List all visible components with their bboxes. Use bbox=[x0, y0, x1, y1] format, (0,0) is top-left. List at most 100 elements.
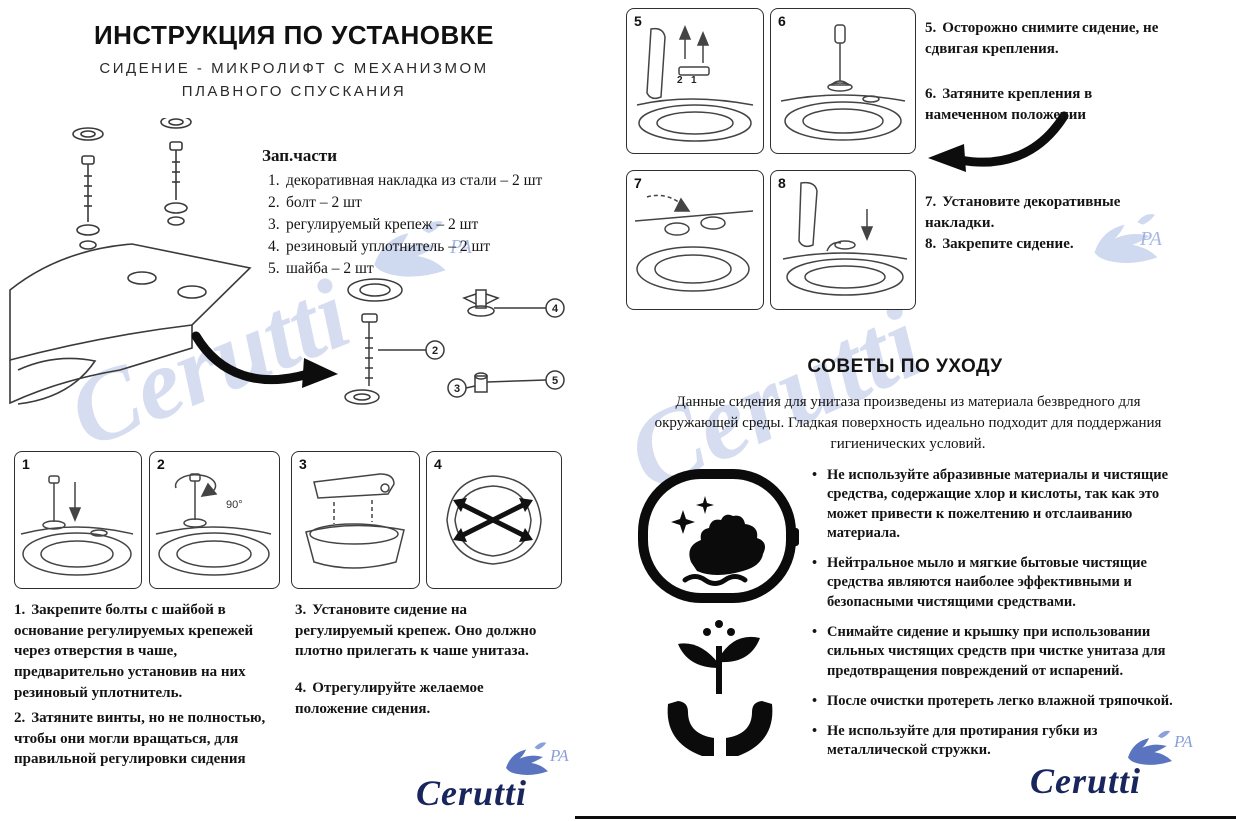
instruction-number: 1. bbox=[14, 602, 26, 618]
instruction-text: Затяните крепления в намеченном положени… bbox=[925, 86, 1093, 123]
part-number: 1. bbox=[268, 172, 280, 189]
parts-item: 3. регулируемый крепеж – 2 шт bbox=[268, 214, 568, 236]
parts-item: 5. шайба – 2 шт bbox=[268, 258, 568, 280]
instruction-text: Отрегулируйте желаемое положение сидения… bbox=[295, 680, 484, 717]
part-number: 3. bbox=[268, 216, 280, 233]
step5-label-2: 2 bbox=[677, 75, 683, 86]
step-box-1: 1 bbox=[14, 451, 142, 589]
step-box-7: 7 bbox=[626, 170, 764, 310]
parts-item: 2. болт – 2 шт bbox=[268, 192, 568, 214]
part-label: шайба – 2 шт bbox=[286, 260, 374, 277]
page-title: ИНСТРУКЦИЯ ПО УСТАНОВКЕ bbox=[93, 20, 495, 50]
instruction-number: 2. bbox=[14, 710, 26, 726]
step-box-6: 6 bbox=[770, 8, 916, 154]
step-7-illustration bbox=[634, 194, 754, 292]
instruction-text: Закрепите болты с шайбой в основание рег… bbox=[14, 602, 254, 701]
part-label: регулируемый крепеж – 2 шт bbox=[286, 216, 479, 233]
parts-item: 4. резиновый уплотнитель – 2 шт bbox=[268, 236, 568, 258]
step-4-illustration bbox=[446, 475, 542, 565]
parts-diagram: 2 4 3 5 bbox=[344, 278, 565, 405]
plant-hands-icon bbox=[667, 620, 773, 756]
care-bullet: Нейтральное мыло и мягкие бытовые чистящ… bbox=[812, 554, 1178, 612]
care-bullet: После очистки протереть легко влажной тр… bbox=[812, 692, 1178, 712]
part-number: 4. bbox=[268, 238, 280, 255]
subtitle-line-1: СИДЕНИЕ - МИКРОЛИФТ С МЕХАНИЗМОМ bbox=[99, 60, 489, 77]
page-subtitle: СИДЕНИЕ - МИКРОЛИФТ С МЕХАНИЗМОМ ПЛАВНОГ… bbox=[88, 58, 500, 103]
instruction-8: 8. Закрепите сидение. bbox=[925, 234, 1177, 255]
step-box-5: 5 2 1 bbox=[626, 8, 764, 154]
part-label: резиновый уплотнитель – 2 шт bbox=[286, 238, 491, 255]
instruction-number: 7. bbox=[925, 194, 937, 210]
logo-badge: PA bbox=[1174, 732, 1193, 751]
hand-wash-icon bbox=[638, 469, 799, 603]
part-label: декоративная накладка из стали – 2 шт bbox=[286, 172, 543, 189]
toilet-exploded-drawing bbox=[9, 118, 252, 405]
care-section-title: СОВЕТЫ ПО УХОДУ bbox=[807, 356, 1003, 377]
step-box-number: 4 bbox=[434, 456, 442, 472]
subtitle-line-2: ПЛАВНОГО СПУСКАНИЯ bbox=[181, 82, 407, 100]
watermark-badge-right: PA bbox=[1140, 228, 1162, 250]
part-number: 5. bbox=[268, 260, 280, 277]
parts-heading: Зап.части bbox=[262, 146, 338, 165]
care-intro-text: Данные сидения для унитаза произведены и… bbox=[654, 394, 1162, 452]
instruction-6: 6.Затяните крепления в намеченном положе… bbox=[925, 84, 1177, 125]
step-box-2: 2 90° bbox=[149, 451, 280, 589]
instruction-7: 7.Установите декоративные накладки. bbox=[925, 192, 1177, 233]
care-bullet: Снимайте сидение и крышку при использова… bbox=[812, 623, 1178, 681]
instruction-text: Затяните винты, но не полностью, чтобы о… bbox=[14, 710, 266, 768]
callout-4: 4 bbox=[552, 303, 559, 315]
instruction-number: 8. bbox=[925, 236, 937, 252]
angle-label: 90° bbox=[226, 499, 243, 511]
parts-item: 1. декоративная накладка из стали – 2 шт bbox=[268, 170, 568, 192]
instruction-number: 4. bbox=[295, 680, 307, 696]
logo-badge: PA bbox=[550, 746, 569, 765]
logo-text: Cerutti bbox=[1030, 761, 1142, 801]
logo-text: Cerutti bbox=[416, 773, 528, 813]
step-2-illustration: 90° bbox=[155, 473, 272, 576]
instruction-number: 3. bbox=[295, 602, 307, 618]
step-box-number: 5 bbox=[634, 13, 642, 29]
curved-arrow-left bbox=[191, 331, 338, 388]
care-bullet: Не используйте абразивные материалы и чи… bbox=[812, 466, 1178, 543]
bird-icon bbox=[506, 742, 548, 776]
care-bullet-list: Не используйте абразивные материалы и чи… bbox=[812, 466, 1178, 772]
instruction-text: Установите декоративные накладки. bbox=[925, 194, 1121, 231]
step-box-number: 8 bbox=[778, 175, 786, 191]
step-box-8: 8 bbox=[770, 170, 916, 310]
instruction-number: 6. bbox=[925, 86, 937, 102]
step-box-number: 3 bbox=[299, 456, 307, 472]
step-1-illustration bbox=[20, 475, 134, 576]
step5-label-1: 1 bbox=[691, 75, 697, 86]
part-label: болт – 2 шт bbox=[286, 194, 362, 211]
step-box-number: 2 bbox=[157, 456, 165, 472]
step-box-3: 3 bbox=[291, 451, 420, 589]
step-box-4: 4 bbox=[426, 451, 562, 589]
page-edge-line bbox=[575, 816, 1236, 819]
step-8-illustration bbox=[782, 181, 908, 296]
step-box-number: 6 bbox=[778, 13, 786, 29]
callout-2: 2 bbox=[432, 345, 438, 357]
instruction-1: 1.Закрепите болты с шайбой в основание р… bbox=[14, 600, 282, 703]
callout-3: 3 bbox=[454, 383, 460, 395]
watermark-badge-left: PA bbox=[450, 236, 472, 258]
parts-list: 1. декоративная накладка из стали – 2 шт… bbox=[268, 170, 568, 280]
bird-icon bbox=[1128, 730, 1172, 765]
instruction-4: 4.Отрегулируйте желаемое положение сиден… bbox=[295, 678, 557, 719]
step-3-illustration bbox=[305, 473, 405, 569]
curved-arrow-right bbox=[928, 111, 1069, 172]
callout-5: 5 bbox=[552, 375, 558, 387]
instruction-text: Закрепите сидение. bbox=[942, 236, 1074, 252]
brand-logo-left: PA Cerutti bbox=[408, 738, 578, 818]
instruction-2: 2.Затяните винты, но не полностью, чтобы… bbox=[14, 708, 282, 770]
instruction-number: 5. bbox=[925, 20, 937, 36]
care-bullet: Не используйте для протирания губки из м… bbox=[812, 722, 1178, 761]
step-box-number: 7 bbox=[634, 175, 642, 191]
instruction-5: 5.Осторожно снимите сидение, не сдвигая … bbox=[925, 18, 1177, 59]
instruction-text: Осторожно снимите сидение, не сдвигая кр… bbox=[925, 20, 1159, 57]
step-5-illustration: 2 1 bbox=[636, 25, 754, 142]
part-number: 2. bbox=[268, 194, 280, 211]
brand-logo-right: PA Cerutti bbox=[1022, 724, 1197, 808]
step-box-number: 1 bbox=[22, 456, 30, 472]
watermark-bird-icon-right bbox=[1094, 214, 1158, 263]
instruction-text: Установите сидение на регулируемый крепе… bbox=[295, 602, 537, 660]
